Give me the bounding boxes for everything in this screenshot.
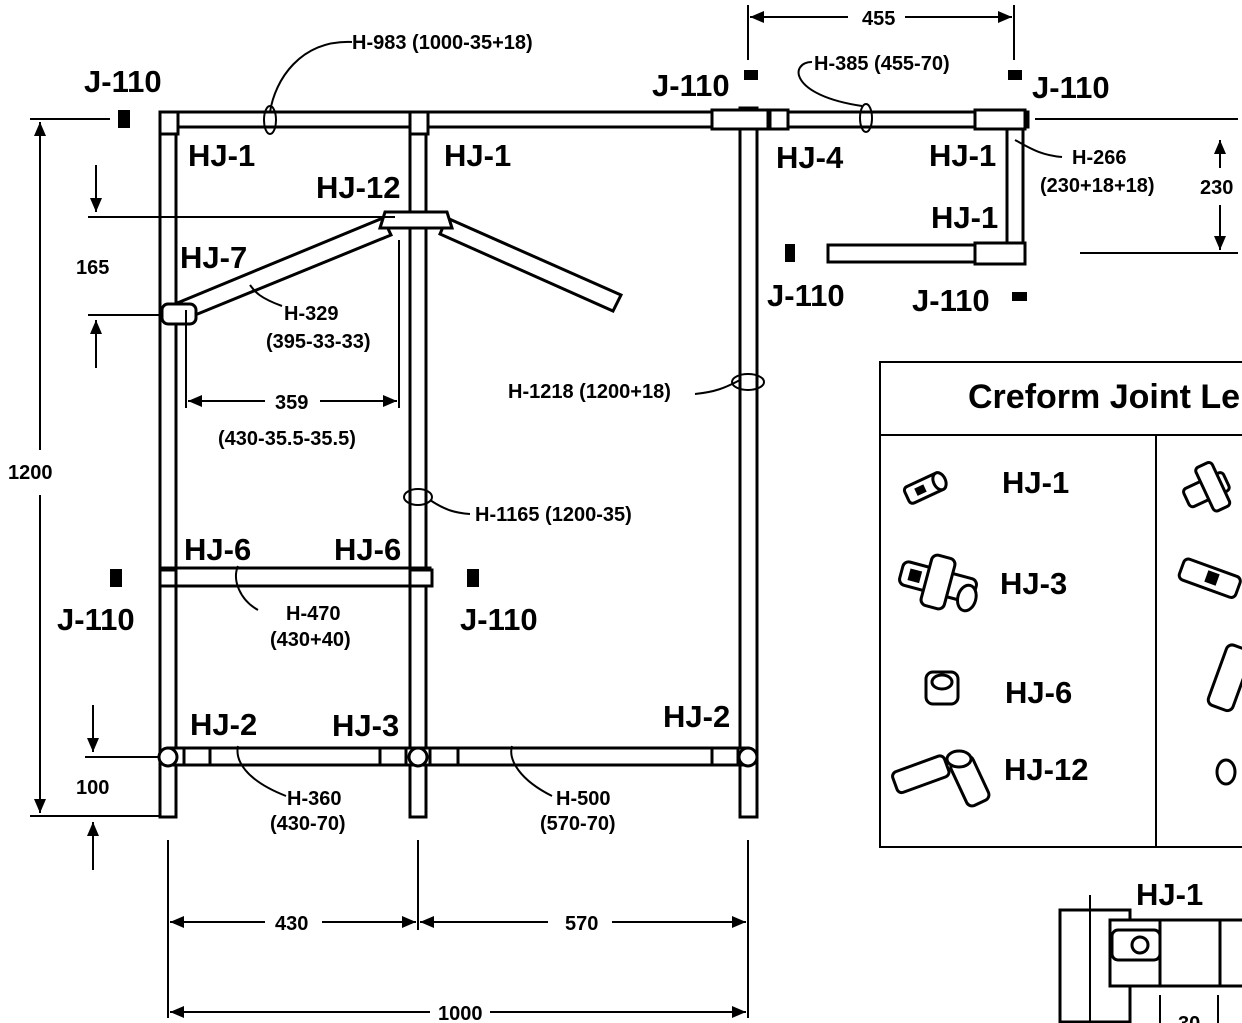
dim-570: 570	[565, 913, 598, 935]
pipe-top-rail	[158, 110, 1030, 129]
callout-leaders	[235, 40, 1063, 797]
dim-100: 100	[76, 777, 109, 799]
label-hj7: HJ-7	[180, 240, 247, 275]
callout-h1218: H-1218 (1200+18)	[508, 381, 671, 403]
joint-hj1-lower-right	[973, 241, 1027, 266]
label-hj12: HJ-12	[316, 170, 400, 205]
label-hj2: HJ-2	[190, 707, 257, 742]
joint-hj4	[710, 108, 770, 131]
callout-texts: H-983 (1000-35+18) H-385 (455-70) H-266 …	[266, 32, 1155, 835]
j110-marker	[785, 244, 795, 262]
callout-h266-formula: (230+18+18)	[1040, 175, 1155, 197]
pipe-shelf-rail	[158, 566, 432, 588]
label-hj1: HJ-1	[931, 200, 998, 235]
joint-hj2-right	[737, 746, 759, 768]
dim-165: 165	[76, 257, 109, 279]
detail-title: HJ-1	[1136, 877, 1203, 912]
pipe-bottom-rail-right	[416, 746, 750, 767]
j110-marker	[118, 110, 130, 128]
legend-item-hj6: HJ-6	[1005, 675, 1072, 710]
joint-collar	[710, 746, 740, 767]
legend-item-hj12: HJ-12	[1004, 752, 1088, 787]
callout-h360-formula: (430-70)	[270, 813, 346, 835]
pipe-right-upright	[738, 106, 759, 819]
callout-h329-formula: (395-33-33)	[266, 331, 371, 353]
label-j110: J-110	[652, 68, 730, 103]
joint-labels: J-110 J-110 J-110 J-110 J-110 J-110 J-11…	[57, 64, 1110, 743]
legend-title: Creform Joint Le	[968, 378, 1240, 416]
joints	[157, 108, 1027, 768]
joint-icon	[1182, 460, 1232, 513]
pipe-left-upright	[158, 125, 178, 819]
j110-marker	[744, 70, 758, 80]
joint-collar	[182, 746, 212, 767]
label-j110: J-110	[84, 64, 162, 99]
label-hj6: HJ-6	[334, 532, 401, 567]
joint-collar	[428, 746, 460, 767]
label-hj1: HJ-1	[444, 138, 511, 173]
joint-hj3	[407, 746, 429, 768]
hj3-joint-icon	[898, 553, 978, 613]
joint-hj4-b	[768, 108, 790, 131]
j110-marker	[467, 569, 479, 587]
dim-30: 30	[1178, 1013, 1200, 1023]
joint-icon	[1215, 758, 1237, 786]
callout-h360: H-360	[287, 788, 341, 810]
label-j110: J-110	[460, 602, 538, 637]
joint-legend: Creform Joint Le HJ-1 HJ-3 HJ-6 HJ-12	[879, 361, 1242, 848]
label-hj1: HJ-1	[188, 138, 255, 173]
callout-h470: H-470	[286, 603, 340, 625]
label-j110: J-110	[57, 602, 135, 637]
label-hj1: HJ-1	[929, 138, 996, 173]
callout-h1165: H-1165 (1200-35)	[475, 504, 632, 526]
joint-hj12	[377, 210, 455, 230]
dim-430: 430	[275, 913, 308, 935]
j110-marker	[1012, 292, 1027, 301]
joint-hj6-left	[158, 568, 178, 588]
label-hj4: HJ-4	[776, 140, 844, 175]
dimension-texts: 455 230 165 1200 359 (430-35.5-35.5) 100…	[8, 8, 1233, 1023]
label-hj3: HJ-3	[332, 708, 399, 743]
label-hj6: HJ-6	[184, 532, 251, 567]
callout-h983: H-983 (1000-35+18)	[352, 32, 533, 54]
joint-hj6-right	[408, 568, 434, 588]
joint-collar	[378, 746, 408, 767]
label-j110: J-110	[912, 283, 990, 318]
dim-359: 359	[275, 392, 308, 414]
label-j110: J-110	[767, 278, 845, 313]
arrowheads	[34, 11, 1226, 1018]
pipe-middle-upright	[408, 125, 428, 819]
dim-455: 455	[862, 8, 895, 30]
dim-1200: 1200	[8, 462, 53, 484]
j110-marker	[110, 569, 122, 587]
dim-359-formula: (430-35.5-35.5)	[218, 428, 356, 450]
pipe-diagonal-right	[438, 216, 624, 313]
callout-h329: H-329	[284, 303, 338, 325]
joint-hj1-top-right	[973, 108, 1027, 131]
hj12-joint-icon	[891, 749, 991, 808]
dim-1000: 1000	[438, 1003, 483, 1023]
joint-hj1-top-left	[158, 110, 180, 136]
callout-h385: H-385 (455-70)	[814, 53, 950, 75]
hj6-joint-icon	[924, 670, 960, 706]
dim-230: 230	[1200, 177, 1233, 199]
callout-h500: H-500	[556, 788, 610, 810]
joint-hj2-left	[157, 746, 179, 768]
callout-h470-formula: (430+40)	[270, 629, 351, 651]
legend-item-hj1: HJ-1	[1002, 465, 1069, 500]
hj1-joint-icon	[902, 471, 948, 505]
joint-hj1-top-middle	[408, 110, 430, 136]
label-j110: J-110	[1032, 70, 1110, 105]
joint-hj7	[160, 302, 198, 326]
callout-h500-formula: (570-70)	[540, 813, 616, 835]
legend-item-hj3: HJ-3	[1000, 566, 1067, 601]
label-hj2: HJ-2	[663, 699, 730, 734]
callout-h266: H-266	[1072, 147, 1126, 169]
hj1-detail-drawing: HJ-1 30	[1058, 877, 1242, 1023]
j110-markers	[110, 70, 1027, 587]
j110-marker	[1008, 70, 1022, 80]
joint-icon	[1177, 557, 1242, 599]
